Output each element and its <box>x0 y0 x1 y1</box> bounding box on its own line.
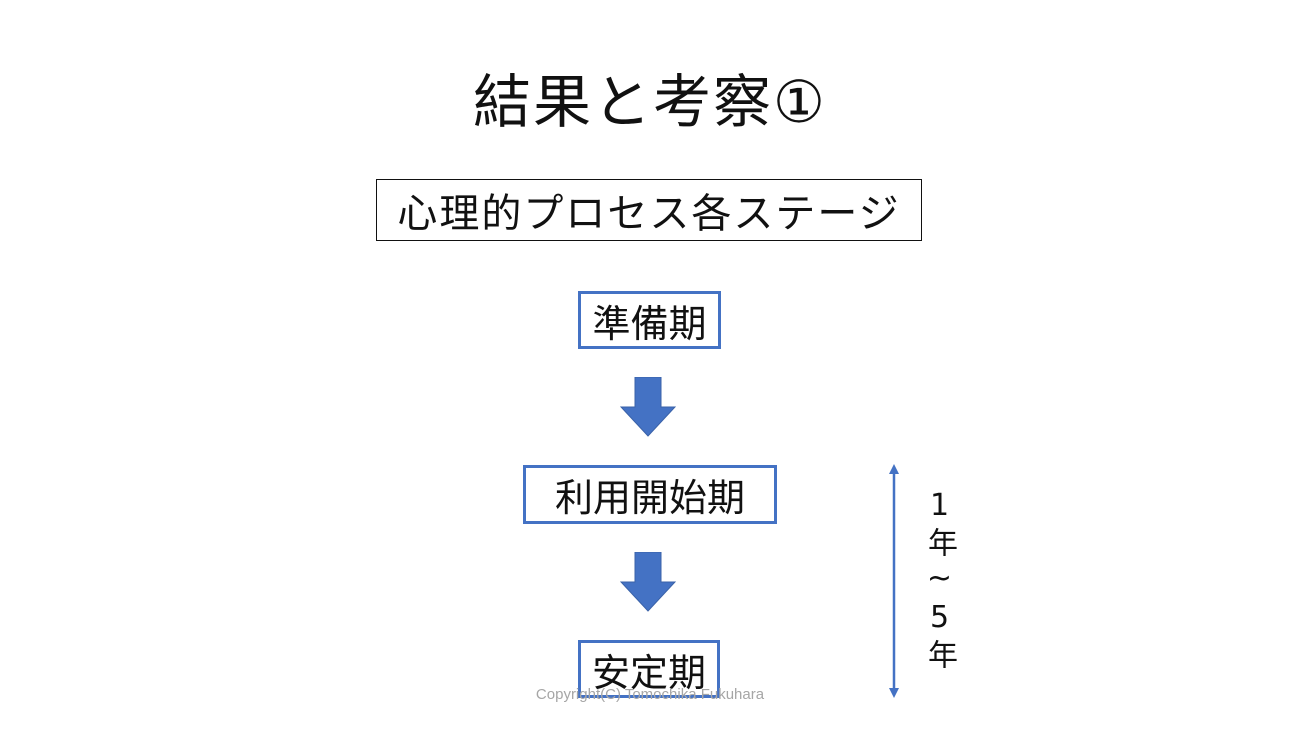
subtitle-text: 心理的プロセス各ステージ <box>397 191 901 237</box>
stage-label: 利用開始期 <box>554 476 745 520</box>
stage-stable: 安定期 <box>578 640 720 698</box>
stage-preparation: 準備期 <box>578 291 721 349</box>
down-arrow-icon <box>620 377 676 437</box>
subtitle-box: 心理的プロセス各ステージ <box>376 179 922 241</box>
double-headed-vertical-arrow-icon <box>889 464 899 698</box>
stage-label: 準備期 <box>592 301 707 346</box>
down-arrow-icon <box>620 552 676 612</box>
stage-label: 安定期 <box>591 650 706 695</box>
copyright-text: Copyright(C) Tomochika Fukuhara <box>535 686 765 703</box>
duration-label: 1年~5年 <box>922 487 957 673</box>
slide-title: 結果と考察① <box>473 68 827 136</box>
stage-start-of-use: 利用開始期 <box>523 465 777 524</box>
